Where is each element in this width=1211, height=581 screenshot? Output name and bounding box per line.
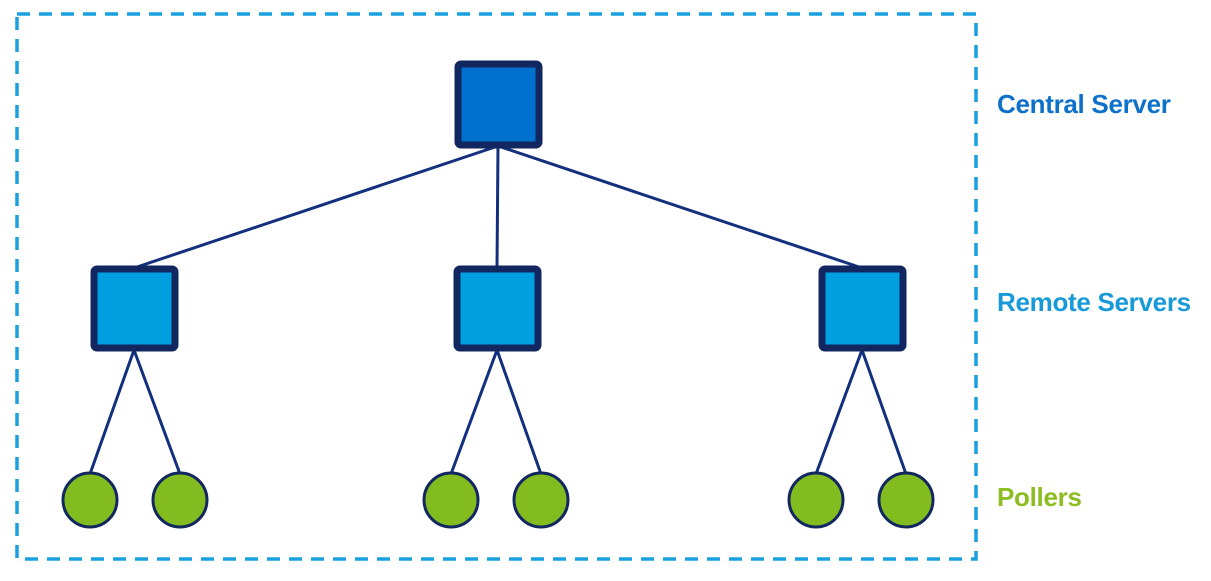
poller-node <box>61 471 119 529</box>
central-server-node <box>454 60 543 149</box>
connector-line <box>495 145 500 269</box>
connector-line <box>88 349 136 475</box>
remote-server-nodes <box>90 265 907 352</box>
pollers-label: Pollers <box>997 482 1082 512</box>
poller-node <box>877 471 935 529</box>
remote-server-node <box>818 265 907 352</box>
poller-node <box>512 471 570 529</box>
connector-line <box>814 349 864 475</box>
remote-servers-label: Remote Servers <box>997 287 1191 317</box>
remote-server-node <box>90 265 179 352</box>
poller-node <box>787 471 845 529</box>
connector-lines <box>88 144 908 475</box>
remote-server-node <box>453 265 542 352</box>
connector-line <box>132 349 182 475</box>
connector-line <box>860 349 908 475</box>
boundary-dashed-border <box>15 12 978 561</box>
poller-nodes <box>61 471 935 529</box>
connector-line <box>495 349 543 475</box>
connector-line <box>497 144 863 270</box>
connector-line <box>133 144 499 270</box>
connector-line <box>449 349 499 475</box>
poller-node <box>151 471 209 529</box>
central-server-label: Central Server <box>997 89 1171 119</box>
poller-node <box>422 471 480 529</box>
